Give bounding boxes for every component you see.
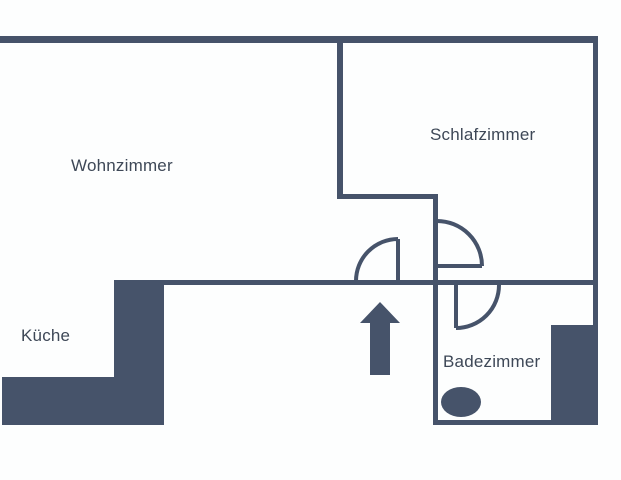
- bathroom-block: [551, 325, 598, 425]
- room-label-kueche: Küche: [21, 326, 71, 345]
- bathroom-door-arc: [454, 284, 501, 330]
- room-label-badezimmer: Badezimmer: [443, 352, 541, 371]
- room-label-wohnzimmer: Wohnzimmer: [71, 156, 173, 175]
- wall-top: [0, 36, 598, 43]
- wall-bathroom-bottom: [433, 420, 598, 425]
- walls: [0, 36, 598, 425]
- entrance-arrow-icon: [360, 302, 400, 375]
- living-room-door-arc: [354, 237, 400, 282]
- wall-right: [593, 36, 598, 425]
- doors: [354, 219, 501, 330]
- room-label-schlafzimmer: Schlafzimmer: [430, 125, 536, 144]
- kitchen-block-horizontal: [2, 377, 164, 425]
- wall-main-horizontal: [114, 280, 598, 285]
- bedroom-door-arc: [436, 219, 484, 268]
- bathroom-oval-fixture-icon: [441, 387, 481, 417]
- wall-center-vertical: [433, 196, 438, 425]
- wall-bedroom-bottom: [337, 194, 438, 199]
- wall-living-bedroom-divider: [337, 40, 343, 199]
